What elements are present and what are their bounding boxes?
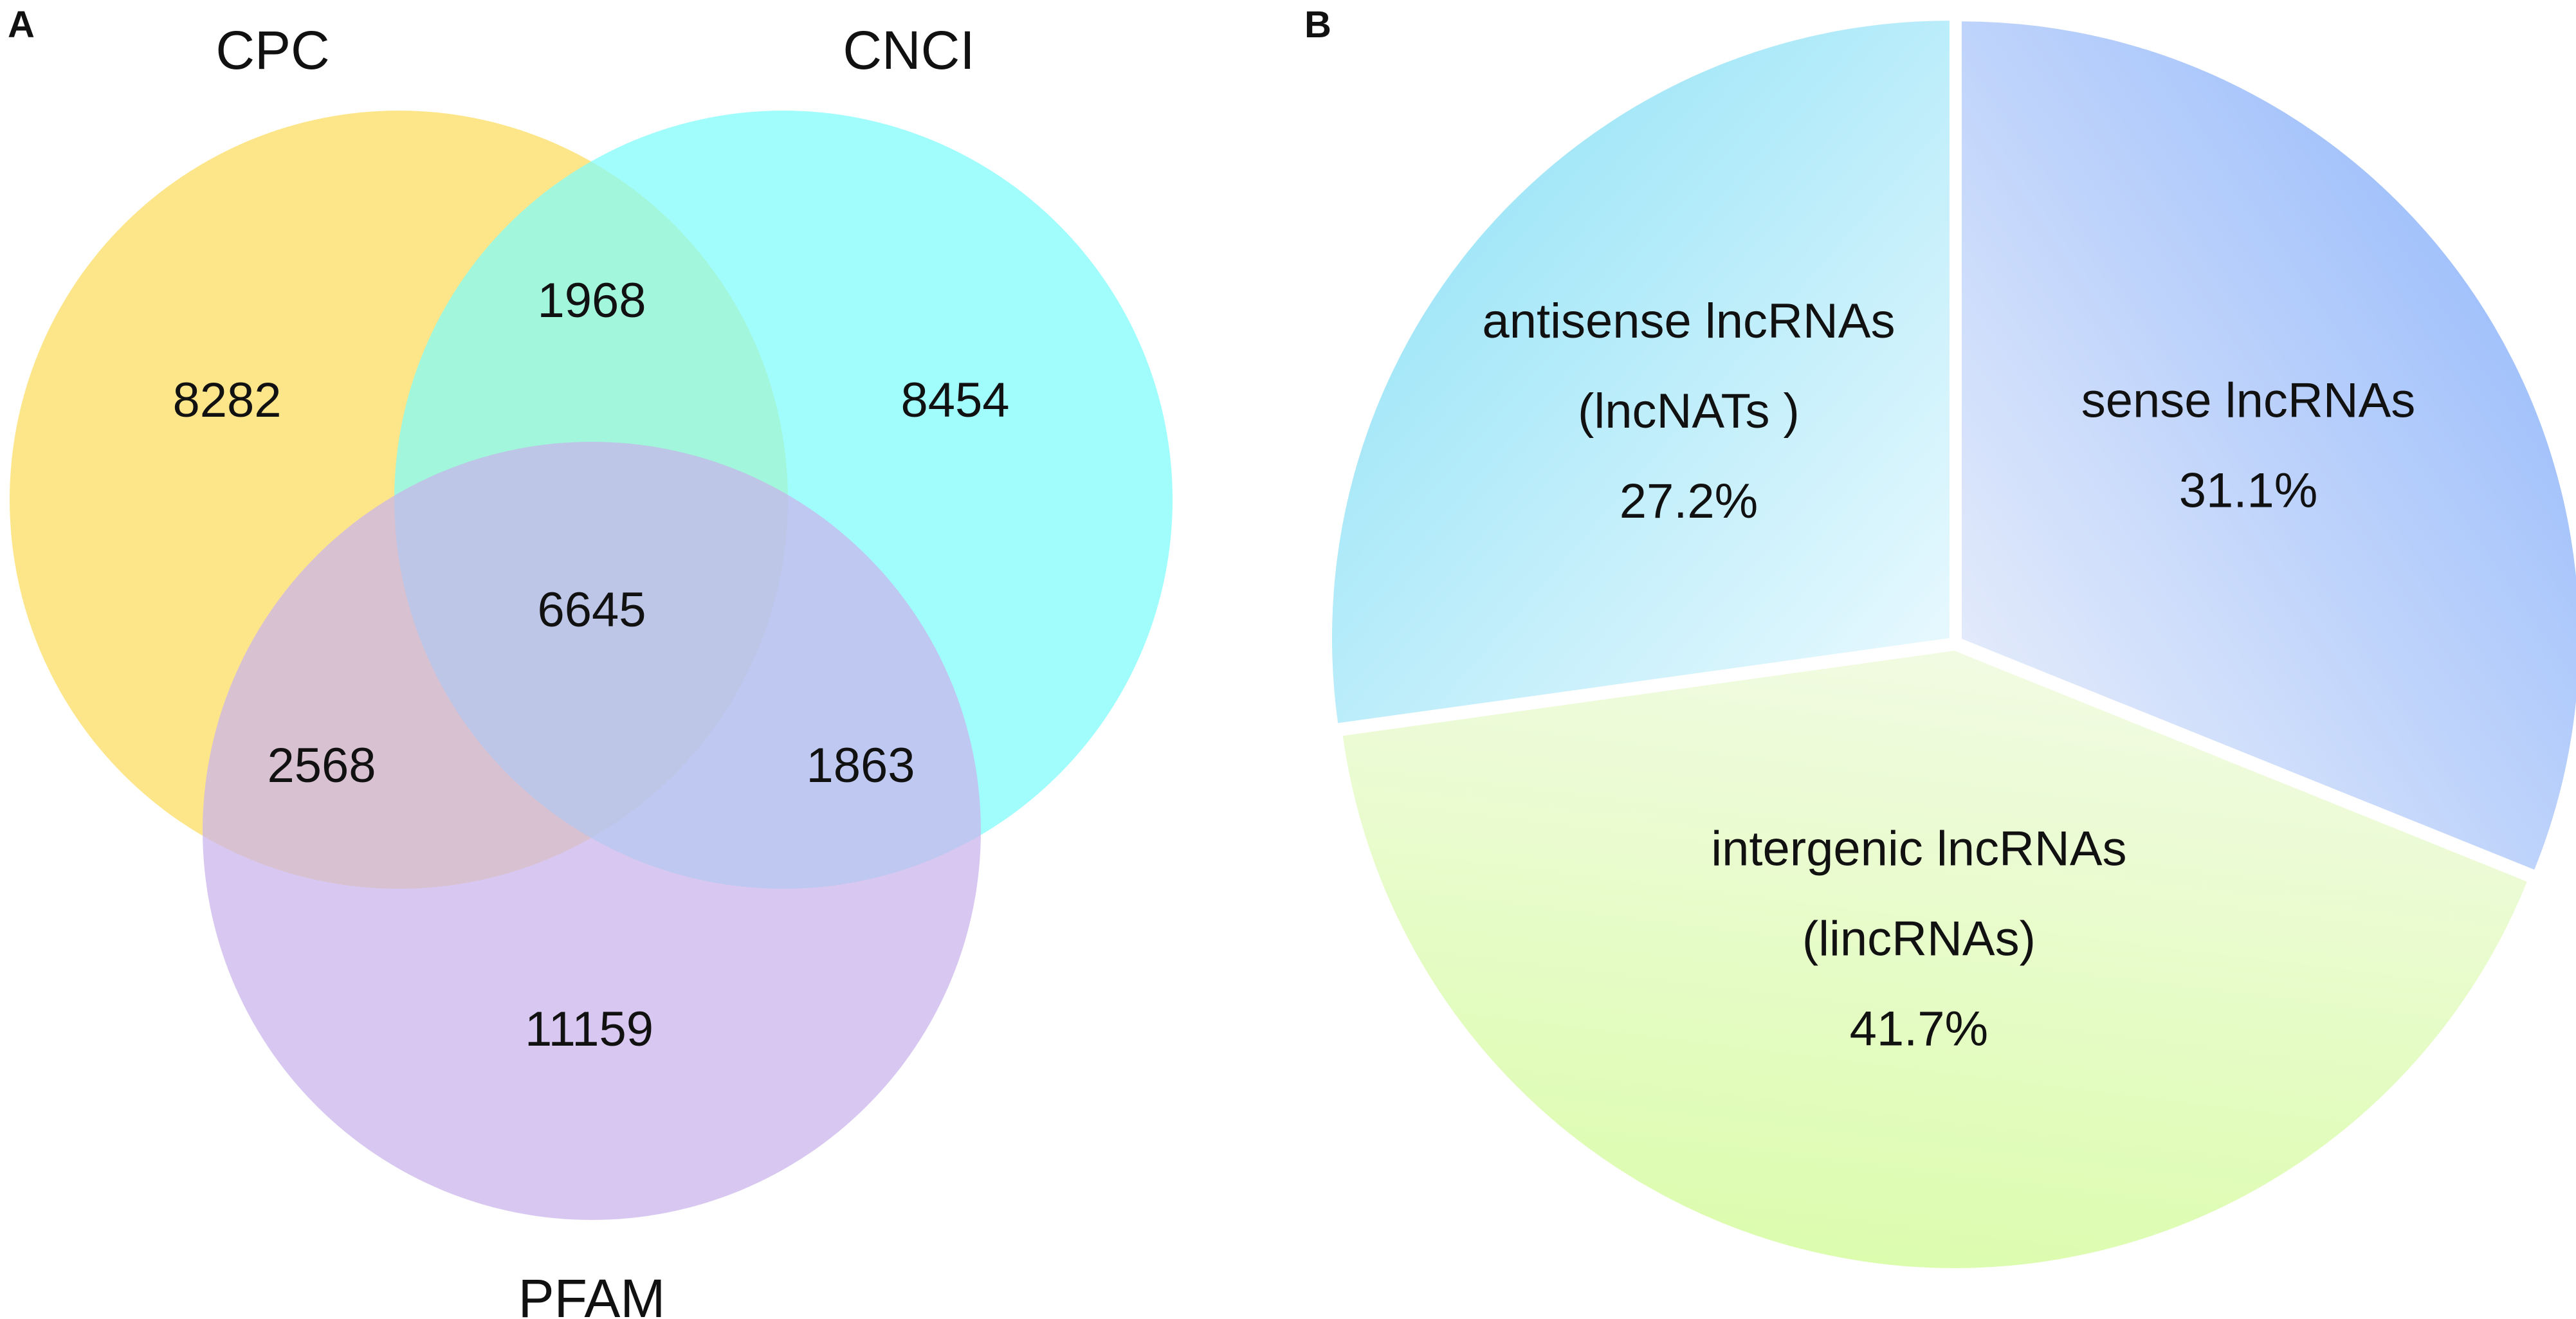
count-cpc-only: 8282 xyxy=(172,373,281,428)
pie-slice-1 xyxy=(1342,650,2527,1268)
venn-circles xyxy=(10,111,1173,1220)
pie-slices xyxy=(1331,21,2576,1268)
count-pfam-only: 11159 xyxy=(525,1002,653,1057)
pie-slice-percent-0: 31.1% xyxy=(2179,464,2318,518)
count-cnci-only: 8454 xyxy=(900,373,1009,428)
pie-slice-2 xyxy=(1331,21,1950,723)
venn-diagram: A CPC CNCI PFAM 8282 8454 11159 1968 256… xyxy=(8,4,1173,1319)
count-cpc-cnci: 1968 xyxy=(537,273,646,328)
pie-slice-label-2: antisense lncRNAs xyxy=(1482,294,1895,349)
set-label-cnci: CNCI xyxy=(843,20,974,80)
venn-circle-pfam xyxy=(203,442,981,1220)
count-all-three: 6645 xyxy=(537,583,646,637)
count-cnci-pfam: 1863 xyxy=(806,738,915,793)
pie-slice-0 xyxy=(1961,21,2576,870)
pie-chart: B sense lncRNAs 31.1% intergenic lncRNAs (l… xyxy=(1304,4,2576,1268)
set-label-cpc: CPC xyxy=(215,20,329,80)
pie-slice-label-2: (lncNATs ) xyxy=(1578,384,1800,439)
pie-slice-percent-2: 27.2% xyxy=(1620,474,1758,529)
panel-letter-a: A xyxy=(8,4,35,46)
count-cpc-pfam: 2568 xyxy=(267,738,376,793)
pie-slice-label-0: sense lncRNAs xyxy=(2081,374,2416,428)
set-label-pfam: PFAM xyxy=(518,1268,666,1319)
pie-slice-label-1: (lincRNAs) xyxy=(1802,912,2036,967)
pie-slice-percent-1: 41.7% xyxy=(1850,1002,1989,1057)
pie-labels: sense lncRNAs 31.1% intergenic lncRNAs (lin… xyxy=(1482,294,2415,1057)
pie-slice-label-1: intergenic lncRNAs xyxy=(1711,822,2126,877)
panel-letter-b: B xyxy=(1304,4,1331,46)
